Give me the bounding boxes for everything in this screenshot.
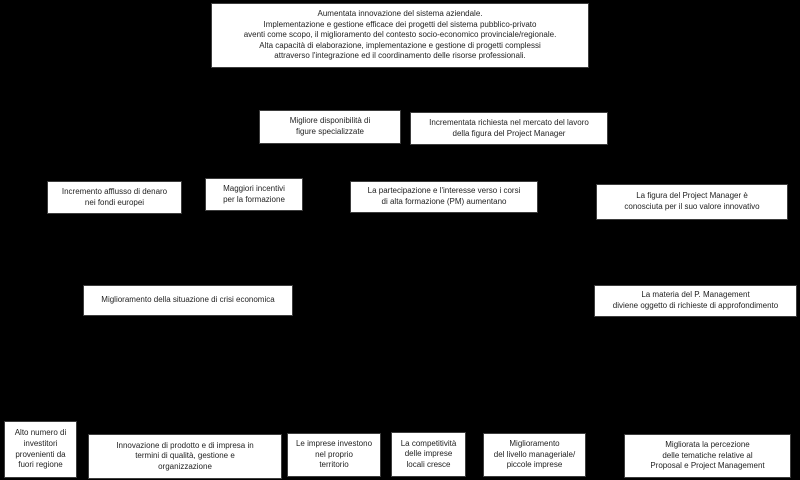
diagram-box-label: Miglioramento della situazione di crisi … bbox=[101, 295, 275, 305]
diagram-box-crisi-economica: Miglioramento della situazione di crisi … bbox=[83, 285, 293, 316]
diagram-box-label: Incremento afflusso di denaro nei fondi … bbox=[61, 186, 168, 207]
diagram-box-label: La figura del Project Manager è conosciu… bbox=[624, 191, 760, 211]
diagram-box-label: Migliorata la percezione delle tematiche… bbox=[650, 440, 765, 471]
diagram-box-innovazione-prodotto-impresa: Innovazione di prodotto e di impresa in … bbox=[88, 434, 282, 479]
diagram-box-goal: Aumentata innovazione del sistema aziend… bbox=[211, 3, 589, 68]
diagram-box-label: Alto numero di investitori provenienti d… bbox=[14, 428, 67, 470]
diagram-box-label: La materia del P. Management diviene ogg… bbox=[612, 290, 779, 310]
diagram-box-percezione-tematiche: Migliorata la percezione delle tematiche… bbox=[624, 434, 791, 478]
diagram-box-label: Miglioramento del livello manageriale/ p… bbox=[493, 439, 576, 470]
diagram-box-disponibilita-figure: Migliore disponibilità di figure special… bbox=[259, 110, 401, 144]
diagram-box-afflusso-denaro-fondi: Incremento afflusso di denaro nei fondi … bbox=[47, 181, 182, 214]
diagram-box-figura-pm-valore: La figura del Project Manager è conosciu… bbox=[596, 184, 788, 220]
diagram-box-label: Migliore disponibilità di figure special… bbox=[289, 116, 371, 136]
diagram-box-richiesta-mercato-lavoro: Incrementata richiesta nel mercato del l… bbox=[410, 112, 608, 145]
diagram-box-label: Aumentata innovazione del sistema aziend… bbox=[243, 9, 557, 61]
diagram-box-imprese-investono-territorio: Le imprese investono nel proprio territo… bbox=[287, 433, 381, 477]
diagram-box-materia-pm-approfondimento: La materia del P. Management diviene ogg… bbox=[594, 285, 797, 317]
diagram-box-label: Maggiori incentivi per la formazione bbox=[223, 183, 285, 204]
diagram-box-label: Incrementata richiesta nel mercato del l… bbox=[429, 117, 589, 138]
diagram-box-label: Le imprese investono nel proprio territo… bbox=[295, 439, 373, 470]
diagram-box-partecipazione-corsi: La partecipazione e l'interesse verso i … bbox=[350, 181, 538, 213]
diagram-box-label: La competitività delle imprese locali cr… bbox=[400, 438, 457, 469]
diagram-box-investitori-fuori-regione: Alto numero di investitori provenienti d… bbox=[4, 421, 77, 478]
diagram-box-incentivi-formazione: Maggiori incentivi per la formazione bbox=[205, 178, 303, 211]
diagram-box-competitivita-imprese: La competitività delle imprese locali cr… bbox=[391, 432, 466, 477]
diagram-box-livello-manageriale: Miglioramento del livello manageriale/ p… bbox=[483, 433, 586, 477]
diagram-box-label: Innovazione di prodotto e di impresa in … bbox=[116, 440, 254, 471]
diagram-box-label: La partecipazione e l'interesse verso i … bbox=[367, 186, 521, 206]
